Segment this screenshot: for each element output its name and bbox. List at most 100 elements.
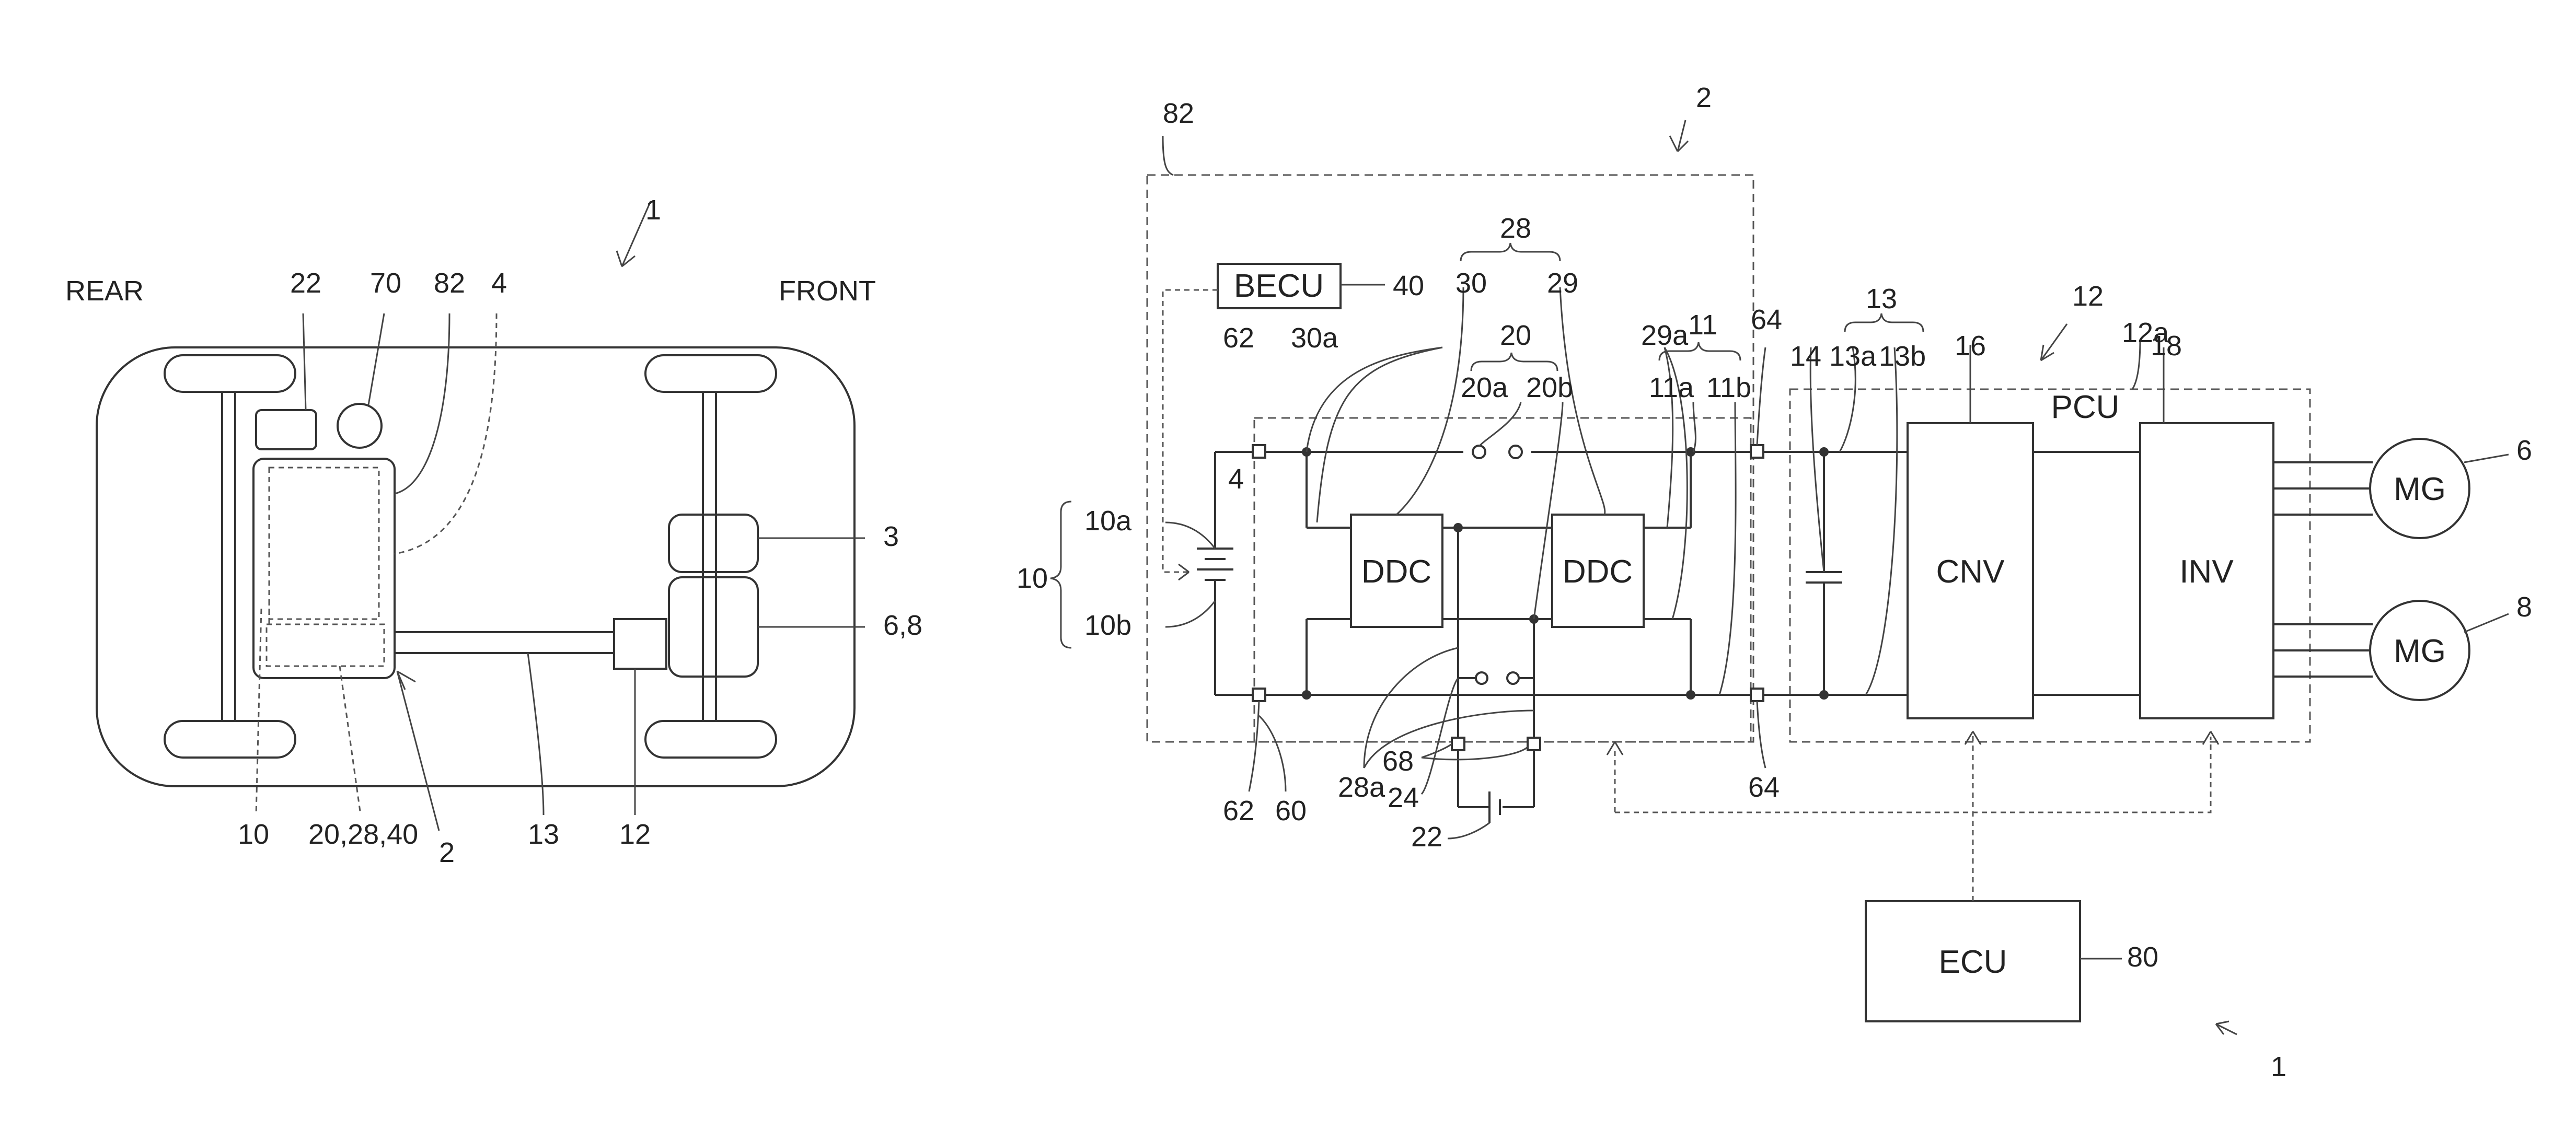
leader-10 bbox=[256, 609, 261, 815]
pcu-label: PCU bbox=[2051, 389, 2120, 425]
ref-20-28-40: 20,28,40 bbox=[308, 819, 418, 850]
ref-14: 14 bbox=[1790, 341, 1821, 372]
leader-8 bbox=[2464, 614, 2509, 632]
vehicle-top-view: REAR FRONT bbox=[65, 194, 922, 868]
leader-11a bbox=[1693, 402, 1695, 452]
ref-13a: 13a bbox=[1829, 341, 1877, 372]
ref-62-top: 62 bbox=[1223, 322, 1254, 354]
front-right-wheel bbox=[645, 721, 776, 758]
ref-28a: 28a bbox=[1338, 772, 1385, 803]
ref-1: 1 bbox=[645, 194, 661, 226]
leader-13b bbox=[1866, 347, 1897, 695]
leader-82 bbox=[395, 313, 449, 494]
ref-22: 22 bbox=[290, 267, 321, 299]
ddc-29-label: DDC bbox=[1563, 554, 1633, 590]
ref-10a: 10a bbox=[1084, 505, 1132, 537]
leader-6 bbox=[2464, 455, 2509, 462]
battery-pack bbox=[253, 459, 395, 678]
battery-inner-dashed bbox=[269, 468, 379, 619]
ref-64-bottom: 64 bbox=[1748, 772, 1780, 803]
leader-64-bottom bbox=[1757, 701, 1765, 768]
switch-24-contact-b bbox=[1507, 672, 1519, 684]
mg-6-label: MG bbox=[2394, 471, 2446, 507]
ref-1: 1 bbox=[2271, 1051, 2286, 1082]
ref-2-arrow bbox=[1670, 120, 1688, 152]
ref-30: 30 bbox=[1456, 267, 1487, 299]
terminal-64-top bbox=[1751, 445, 1763, 458]
component-70-circle bbox=[338, 404, 382, 448]
leader-30a-2 bbox=[1317, 347, 1442, 522]
junction-dot bbox=[1686, 690, 1695, 700]
ref-10: 10 bbox=[1016, 563, 1048, 594]
ref-12-arrow bbox=[2041, 324, 2067, 360]
ref-60: 60 bbox=[1275, 795, 1307, 826]
leader-70 bbox=[368, 313, 384, 405]
unit-60 bbox=[1254, 418, 1751, 742]
leader-4 bbox=[395, 313, 496, 554]
ecu-bus-signal bbox=[1615, 737, 2211, 812]
junction-dot bbox=[1453, 523, 1463, 532]
switch-20b-contact bbox=[1509, 446, 1522, 458]
transmission-3 bbox=[669, 515, 758, 572]
mg-8-label: MG bbox=[2394, 633, 2446, 669]
ref-11a: 11a bbox=[1649, 372, 1694, 403]
ref-11b: 11b bbox=[1706, 372, 1751, 403]
ref-10b: 10b bbox=[1084, 610, 1131, 641]
terminal-68-right bbox=[1528, 738, 1540, 750]
ref-11: 11 bbox=[1688, 309, 1717, 341]
ref-20b: 20b bbox=[1526, 372, 1573, 403]
front-label: FRONT bbox=[779, 275, 876, 307]
switch-20a-contact bbox=[1473, 446, 1485, 458]
bracket-10 bbox=[1050, 502, 1071, 648]
ref-2: 2 bbox=[439, 837, 455, 868]
ref-12: 12 bbox=[2072, 281, 2104, 312]
cnv-label: CNV bbox=[1936, 554, 2005, 590]
motor-6-8 bbox=[669, 577, 758, 677]
terminal-64-bottom bbox=[1751, 689, 1763, 701]
becu-signal-line bbox=[1163, 290, 1218, 572]
rear-left-wheel bbox=[165, 355, 295, 392]
ref-62-bottom: 62 bbox=[1223, 795, 1254, 826]
ref-29: 29 bbox=[1547, 267, 1578, 299]
ref-10: 10 bbox=[238, 819, 269, 850]
ref-18: 18 bbox=[2151, 330, 2182, 362]
unit-20-28-40-dashed bbox=[267, 624, 384, 666]
bracket-20 bbox=[1471, 353, 1557, 371]
becu-label: BECU bbox=[1234, 268, 1324, 304]
switch-24-contact-a bbox=[1476, 672, 1487, 684]
front-left-wheel bbox=[645, 355, 776, 392]
enclosure-82 bbox=[1147, 175, 1753, 742]
leader-60 bbox=[1259, 716, 1286, 791]
ref-40: 40 bbox=[1393, 270, 1424, 301]
ref-6: 6 bbox=[2516, 435, 2532, 466]
ecu-label: ECU bbox=[1939, 944, 2007, 980]
junction-dot bbox=[1302, 690, 1311, 700]
leader-30a-1 bbox=[1307, 347, 1442, 452]
ref-82: 82 bbox=[434, 267, 465, 299]
ref-70: 70 bbox=[370, 267, 401, 299]
leader-20-28-40 bbox=[340, 666, 361, 815]
ref-2: 2 bbox=[1696, 82, 1712, 113]
ref-82: 82 bbox=[1163, 98, 1194, 129]
leader-14 bbox=[1810, 347, 1824, 572]
ref-24: 24 bbox=[1388, 782, 1419, 813]
leader-30 bbox=[1396, 287, 1463, 515]
leader-82 bbox=[1163, 136, 1173, 175]
ref-30a: 30a bbox=[1291, 322, 1338, 354]
leader-13 bbox=[528, 653, 544, 815]
terminal-62-bottom bbox=[1253, 689, 1265, 701]
ref-6-8: 6,8 bbox=[883, 610, 922, 641]
ref-22: 22 bbox=[1411, 821, 1442, 853]
rear-right-wheel bbox=[165, 721, 295, 758]
leader-10a bbox=[1165, 522, 1215, 549]
terminal-68-left bbox=[1452, 738, 1464, 750]
ref-13: 13 bbox=[1866, 283, 1897, 315]
ref-12: 12 bbox=[619, 819, 651, 850]
ref-1-arrow-bottom bbox=[2216, 1021, 2237, 1034]
ref-80: 80 bbox=[2127, 941, 2158, 973]
ref-16: 16 bbox=[1955, 330, 1986, 362]
leader-2-arrow bbox=[397, 671, 439, 831]
inv-label: INV bbox=[2179, 554, 2234, 590]
leader-22 bbox=[303, 313, 306, 410]
